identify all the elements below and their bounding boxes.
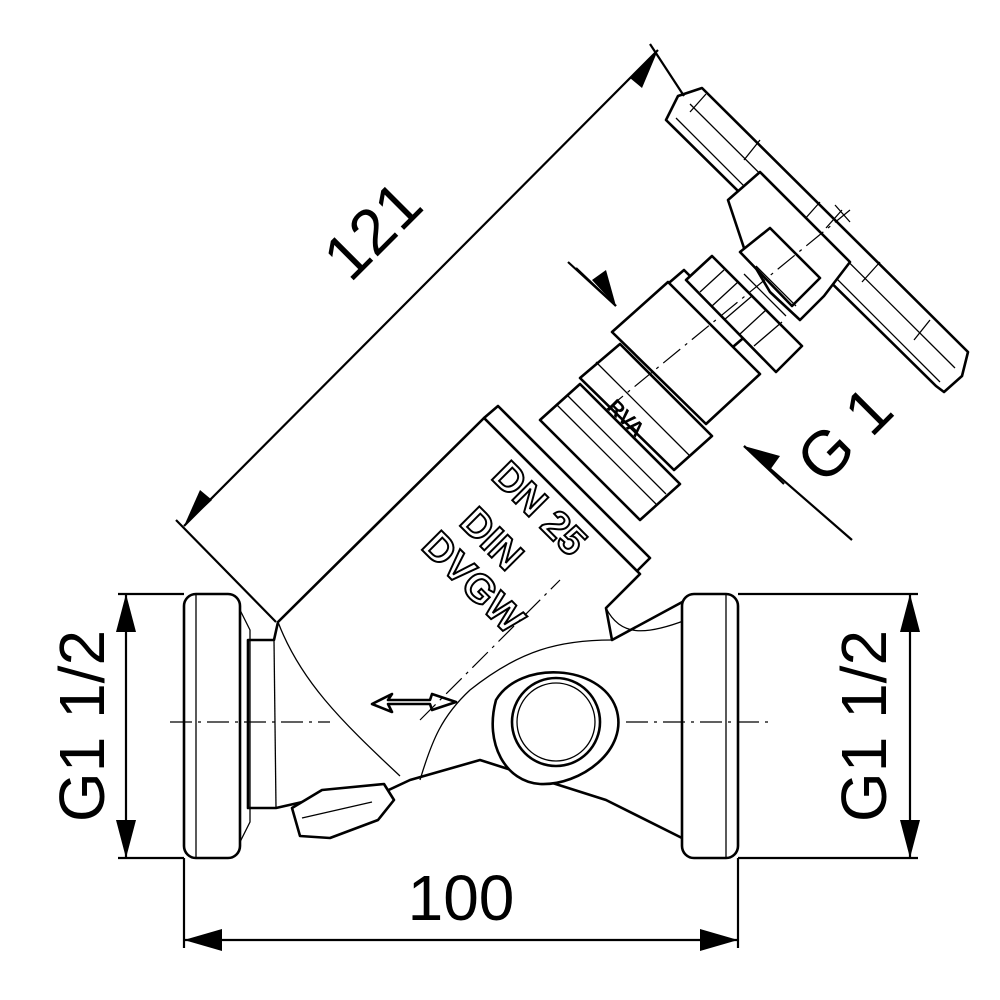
dimension-right-thread-label: G1 1/2: [828, 630, 900, 822]
left-end: [182, 592, 251, 860]
handwheel: [664, 86, 970, 394]
gland-nut: [684, 254, 804, 374]
dimension-left-thread-label: G1 1/2: [46, 630, 118, 822]
valve-body: [246, 416, 688, 842]
dimension-121-label: 121: [309, 167, 435, 293]
dimension-100: 100: [182, 858, 740, 951]
right-end: [680, 592, 740, 860]
bonnet: RVA: [482, 280, 762, 574]
center-lines: [170, 209, 851, 723]
dimension-bonnet-thread-label: G 1: [783, 373, 907, 497]
flow-arrow-icon: [370, 692, 458, 714]
dimension-right-thread: G1 1/2: [738, 592, 920, 860]
dimension-left-thread: G1 1/2: [46, 592, 184, 860]
dimension-100-label: 100: [408, 862, 515, 934]
